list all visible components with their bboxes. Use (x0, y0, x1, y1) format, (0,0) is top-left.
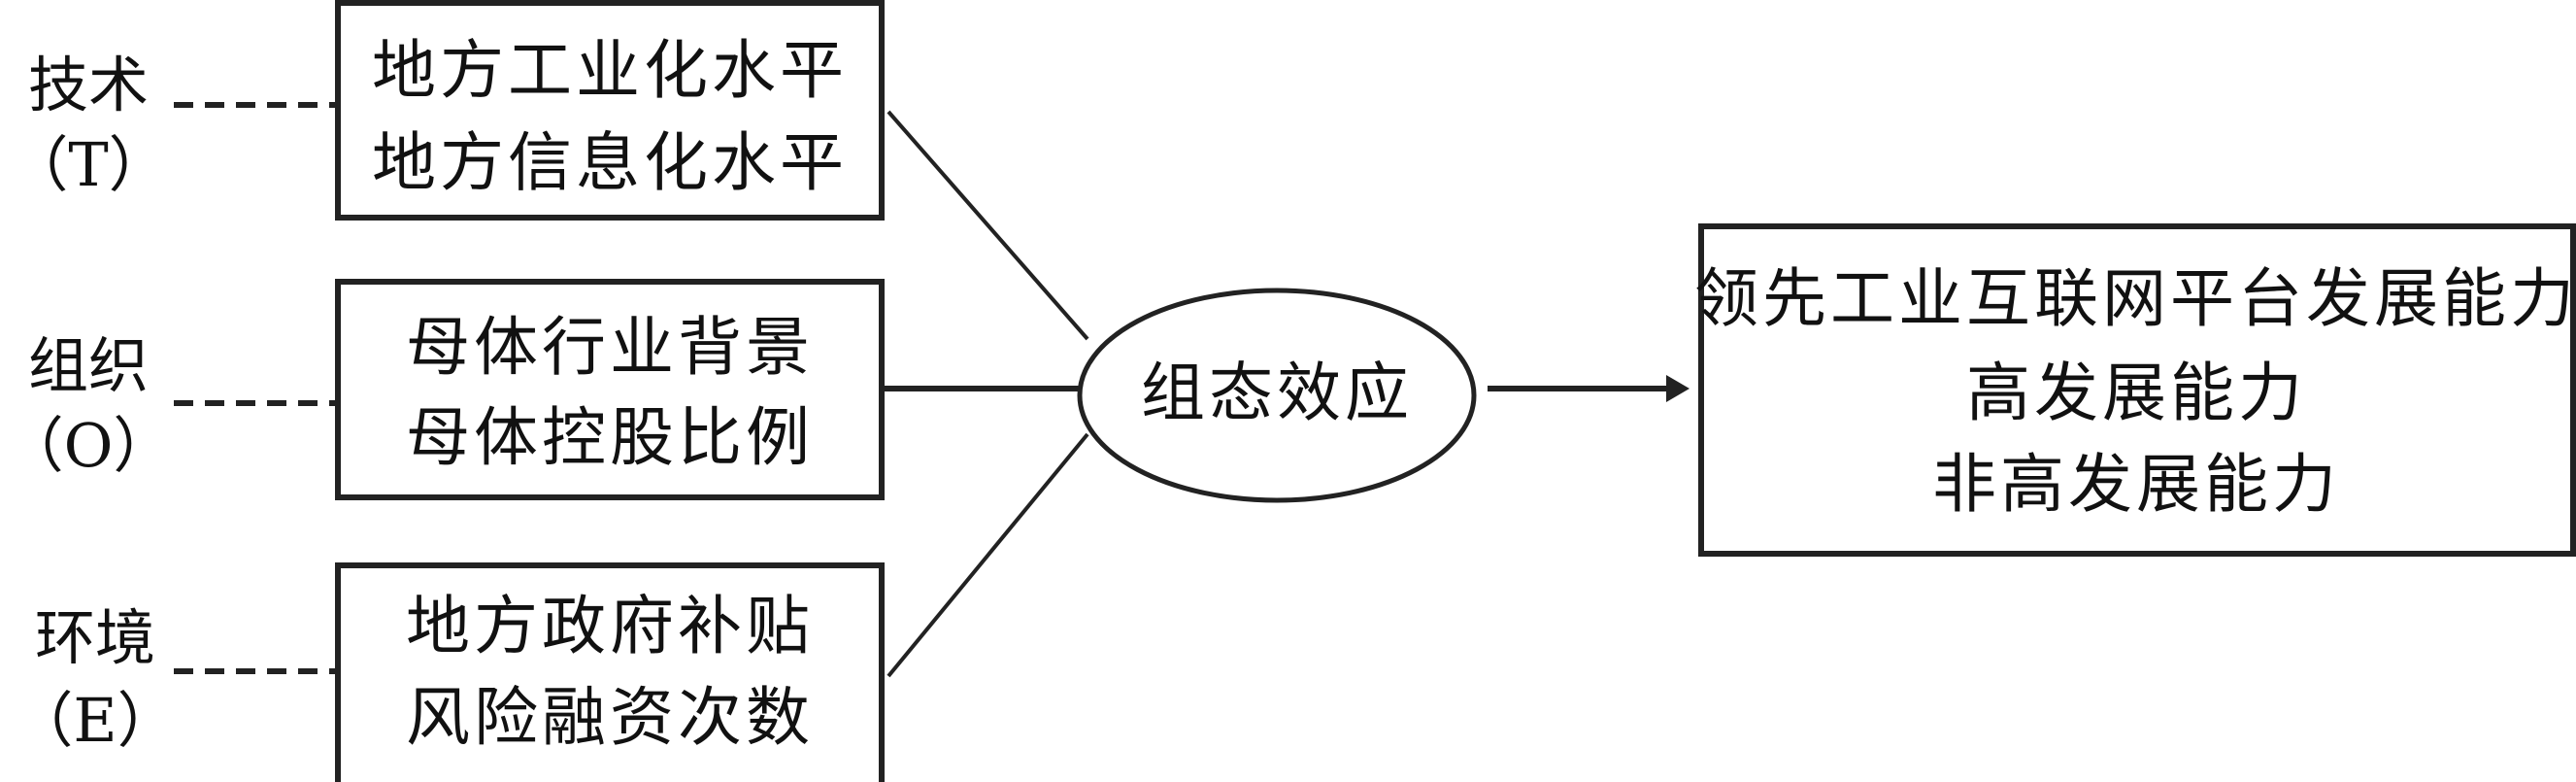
dimension-code: （T） (8, 129, 169, 200)
factor-text: 母体行业背景 (406, 310, 814, 385)
outcome-high: 高发展能力 (1966, 356, 2306, 430)
factor-box-technology (335, 0, 885, 221)
config-effect-ellipse (1077, 288, 1477, 503)
dimension-label: 组织 (27, 330, 150, 401)
dimension-code: （E） (13, 685, 178, 756)
factor-box-environment (335, 562, 885, 782)
outcome-non-high: 非高发展能力 (1932, 447, 2340, 522)
outcome-box (1698, 223, 2576, 557)
dimension-label: 环境 (34, 602, 156, 673)
connector-environment (887, 432, 1089, 678)
config-effect-label: 组态效应 (1141, 356, 1413, 430)
outcome-title: 领先工业互联网平台发展能力 (1694, 261, 2576, 336)
factor-text: 地方信息化水平 (372, 125, 848, 200)
dimension-label: 技术 (27, 50, 150, 120)
factor-text: 地方政府补贴 (406, 589, 814, 663)
dimension-code: （O） (3, 410, 174, 481)
factor-text: 母体控股比例 (406, 400, 814, 475)
arrow-head (1666, 375, 1689, 402)
factor-text: 风险融资次数 (406, 680, 814, 755)
factor-text: 地方工业化水平 (372, 33, 848, 108)
connector-technology (887, 110, 1089, 341)
